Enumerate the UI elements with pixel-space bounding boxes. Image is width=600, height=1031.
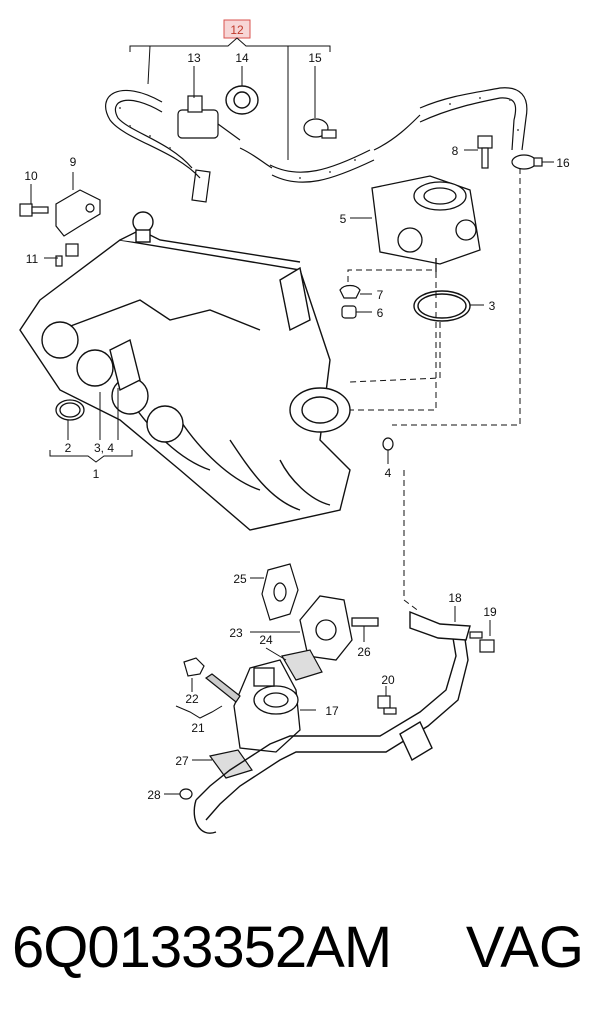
callout-16: 16	[556, 156, 570, 170]
callout-17: 17	[325, 704, 339, 718]
egr-bracket-23	[299, 595, 379, 661]
callout-9: 9	[70, 155, 77, 169]
stud-21	[204, 673, 241, 703]
hose-texture	[119, 97, 519, 179]
egr-valve-17	[233, 659, 301, 753]
callout-11: 11	[26, 252, 39, 266]
callout-5: 5	[340, 212, 347, 226]
egr-pipe-18	[193, 610, 471, 834]
callout-18: 18	[448, 591, 462, 605]
nut-22	[183, 657, 205, 677]
callout-22: 22	[185, 692, 199, 706]
svg-text:12: 12	[230, 23, 244, 37]
intake-manifold	[19, 211, 351, 531]
ring-14	[225, 85, 259, 115]
o-ring-2	[55, 399, 85, 421]
callout-25: 25	[233, 572, 247, 586]
callout-26: 26	[357, 645, 371, 659]
throttle-body-5	[371, 175, 481, 272]
bolt-11	[55, 243, 79, 267]
clip-7	[339, 284, 361, 299]
gasket-27	[208, 749, 253, 779]
callout-14: 14	[235, 51, 249, 65]
part-number: 6Q0133352AM	[12, 915, 392, 980]
callout-10: 10	[24, 169, 38, 183]
nut-28	[179, 788, 193, 800]
clamp-16	[511, 154, 543, 170]
callout-3-4: 3, 4	[94, 441, 114, 455]
bracket-9	[55, 189, 101, 237]
callout-1: 1	[93, 467, 100, 481]
callout-8: 8	[452, 144, 459, 158]
callout-20: 20	[381, 673, 395, 687]
vacuum-hose	[105, 87, 528, 203]
bracket-12	[129, 37, 331, 52]
callout-6: 6	[377, 306, 384, 320]
callout-21: 21	[191, 721, 205, 735]
callout-4: 4	[385, 466, 392, 480]
bolt-10	[19, 203, 49, 217]
callout-24: 24	[259, 633, 273, 647]
cap-6	[341, 305, 357, 319]
gasket-3	[413, 290, 471, 322]
brand-label: VAG	[465, 915, 584, 980]
dashed-leaders	[347, 168, 521, 613]
callout-13: 13	[187, 51, 201, 65]
callout-12-highlighted[interactable]: 12	[223, 19, 251, 39]
callout-27: 27	[175, 754, 189, 768]
callout-28: 28	[147, 788, 161, 802]
gasket-24	[281, 649, 323, 681]
valve-13	[177, 95, 241, 141]
callout-23: 23	[229, 626, 243, 640]
callout-3: 3	[489, 299, 496, 313]
callout-15: 15	[308, 51, 322, 65]
bolt-20	[377, 695, 397, 715]
bolt-8	[477, 135, 493, 169]
clamp-15	[303, 118, 337, 139]
gasket-25	[261, 563, 299, 621]
callout-2: 2	[65, 441, 72, 455]
exploded-parts-diagram: 12 13 14 15	[19, 19, 570, 834]
bolt-19	[469, 631, 495, 653]
bracket-1	[49, 450, 133, 463]
callout-7: 7	[377, 288, 384, 302]
seal-4	[382, 437, 394, 451]
callout-19: 19	[483, 605, 497, 619]
